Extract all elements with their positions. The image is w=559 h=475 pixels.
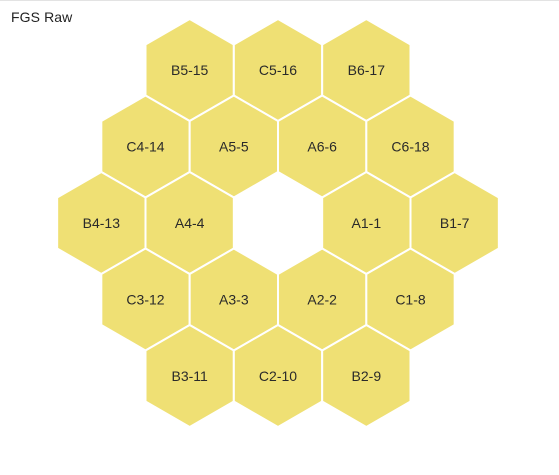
segment-hexagon[interactable] (321, 323, 412, 429)
panel-top-border (0, 0, 559, 1)
panel-title: FGS Raw (11, 9, 73, 25)
